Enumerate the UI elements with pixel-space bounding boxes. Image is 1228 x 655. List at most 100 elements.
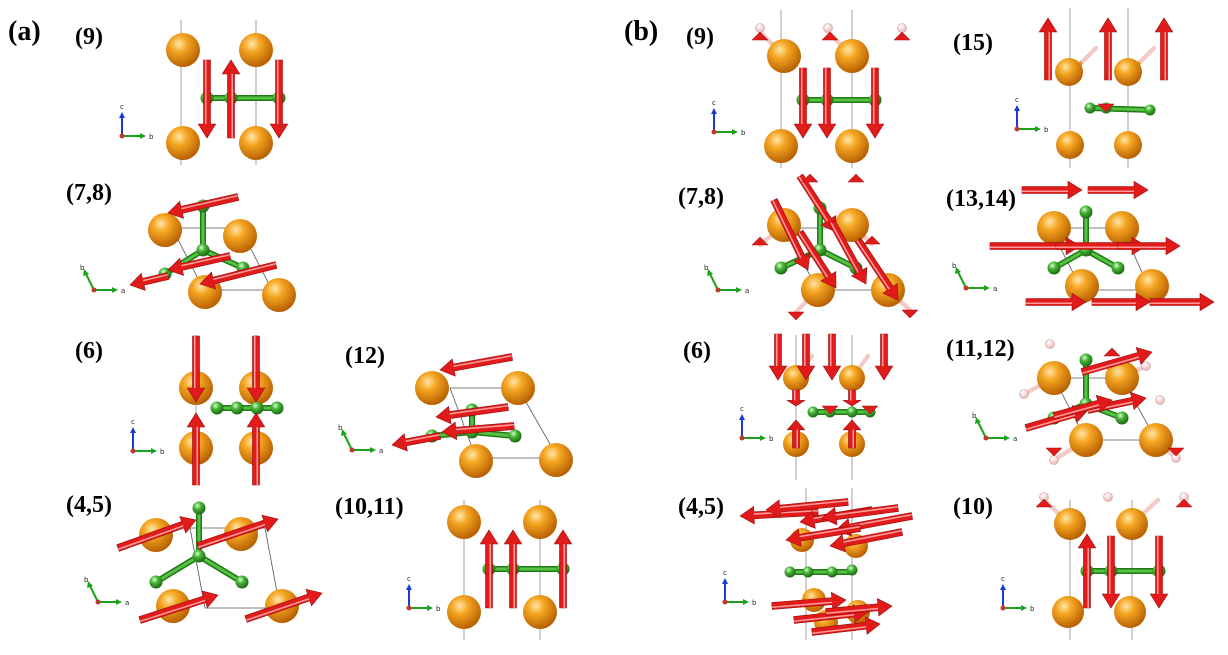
hydrogen-atom bbox=[1141, 361, 1151, 371]
spin-arrow-highlight bbox=[794, 613, 855, 623]
spin-arrow bbox=[553, 529, 573, 609]
ligand-atom bbox=[802, 566, 814, 578]
spin-arrow bbox=[863, 235, 881, 245]
axis-label-b: b bbox=[1030, 605, 1035, 613]
spin-arrow-highlight bbox=[849, 513, 912, 528]
axis-c bbox=[722, 578, 728, 584]
metal-atom bbox=[1069, 423, 1103, 457]
hydrogen-atom bbox=[897, 23, 907, 33]
spin-arrow bbox=[1035, 498, 1053, 508]
ligand-atom bbox=[1111, 261, 1125, 275]
spin-arrow bbox=[751, 31, 769, 41]
ligand-atom bbox=[826, 566, 838, 578]
spin-arrow bbox=[1154, 17, 1174, 81]
metal-atom bbox=[166, 33, 200, 67]
metal-atom bbox=[239, 126, 273, 160]
spin-arrow-highlight bbox=[798, 232, 829, 278]
axis-b bbox=[707, 269, 713, 276]
hydrogen-atom bbox=[755, 23, 765, 33]
spin-arrow bbox=[1101, 535, 1121, 609]
bond bbox=[1139, 46, 1156, 63]
spin-arrow bbox=[768, 333, 788, 381]
axis-b bbox=[89, 585, 99, 603]
axis-origin bbox=[119, 133, 125, 139]
spin-arrow bbox=[1045, 447, 1063, 457]
axis-label-b: b bbox=[436, 605, 441, 613]
axis-origin bbox=[91, 287, 97, 293]
axis-label-b: b bbox=[338, 424, 343, 432]
spin-arrow-highlight bbox=[198, 523, 266, 548]
hydrogen-atom bbox=[1103, 492, 1113, 502]
axis-label-b: b bbox=[160, 448, 165, 456]
spin-arrow-highlight bbox=[856, 240, 890, 290]
metal-atom bbox=[415, 371, 449, 405]
axis-a bbox=[112, 287, 118, 293]
spin-arrow bbox=[817, 67, 837, 139]
ligand-atom bbox=[210, 401, 224, 415]
spin-arrow-highlight bbox=[1082, 356, 1140, 374]
spin-arrow-highlight bbox=[118, 525, 184, 550]
spin-arrow bbox=[1167, 447, 1185, 457]
label-b-13-14: (13,14) bbox=[946, 186, 1016, 212]
metal-atom bbox=[1055, 58, 1083, 86]
axis-a bbox=[736, 287, 742, 293]
axis-label-c: c bbox=[740, 405, 744, 413]
ligand-atom bbox=[270, 401, 284, 415]
ligand-atom bbox=[1047, 261, 1061, 275]
spin-arrow bbox=[861, 405, 879, 415]
ligand-atom bbox=[846, 564, 858, 576]
spin-arrow-highlight bbox=[181, 253, 230, 267]
metal-atom bbox=[1056, 131, 1084, 159]
ligand-atom bbox=[1115, 411, 1129, 425]
spin-arrow bbox=[786, 389, 806, 407]
label-b-9: (9) bbox=[686, 24, 714, 50]
hydrogen-atom bbox=[823, 23, 833, 33]
spin-arrow bbox=[246, 335, 266, 403]
spin-arrow bbox=[786, 419, 806, 449]
bond bbox=[818, 248, 858, 270]
ligand-atom bbox=[149, 575, 163, 589]
axis-label-b: b bbox=[149, 133, 154, 141]
spin-arrow bbox=[246, 412, 266, 486]
metal-atom bbox=[447, 595, 481, 629]
axis-origin bbox=[739, 435, 745, 441]
ligand-atom bbox=[192, 501, 206, 515]
spin-arrow bbox=[1117, 236, 1181, 256]
axis-b bbox=[1035, 126, 1041, 132]
axis-label-a: a bbox=[121, 287, 125, 295]
axis-c bbox=[711, 108, 717, 114]
spin-arrow bbox=[1091, 292, 1151, 312]
axis-b bbox=[87, 581, 93, 588]
axis-label-c: c bbox=[1015, 96, 1019, 104]
ligand-atom bbox=[1079, 353, 1093, 367]
axis-label-a: a bbox=[379, 447, 383, 455]
spin-arrow-highlight bbox=[449, 404, 508, 415]
axis-label-c: c bbox=[407, 575, 411, 583]
spin-arrow bbox=[821, 405, 839, 415]
metal-atom bbox=[1114, 596, 1146, 628]
axis-b bbox=[85, 273, 95, 291]
label-a-10-11: (10,11) bbox=[335, 494, 404, 520]
spin-arrow bbox=[796, 333, 816, 381]
spin-arrow-highlight bbox=[142, 273, 168, 282]
spin-arrow-highlight bbox=[181, 194, 238, 210]
label-a-6: (6) bbox=[75, 338, 103, 364]
metal-atom bbox=[523, 505, 557, 539]
axis-label-b: b bbox=[952, 262, 957, 270]
spin-arrow-highlight bbox=[1054, 404, 1100, 418]
spin-arrow-highlight bbox=[1088, 401, 1133, 413]
bond bbox=[197, 554, 244, 584]
axis-b bbox=[427, 605, 433, 611]
spin-arrow-highlight bbox=[779, 499, 848, 509]
metal-atom bbox=[1116, 508, 1148, 540]
hydrogen-atom bbox=[1045, 339, 1055, 349]
axis-b bbox=[760, 435, 766, 441]
axis-c bbox=[130, 427, 136, 433]
spin-arrow-highlight bbox=[812, 626, 867, 635]
axis-label-b: b bbox=[972, 412, 977, 420]
spin-arrow-highlight bbox=[835, 505, 898, 516]
spin-arrow bbox=[787, 311, 805, 321]
spin-arrow bbox=[186, 412, 206, 486]
label-b-7-8: (7,8) bbox=[678, 184, 724, 210]
